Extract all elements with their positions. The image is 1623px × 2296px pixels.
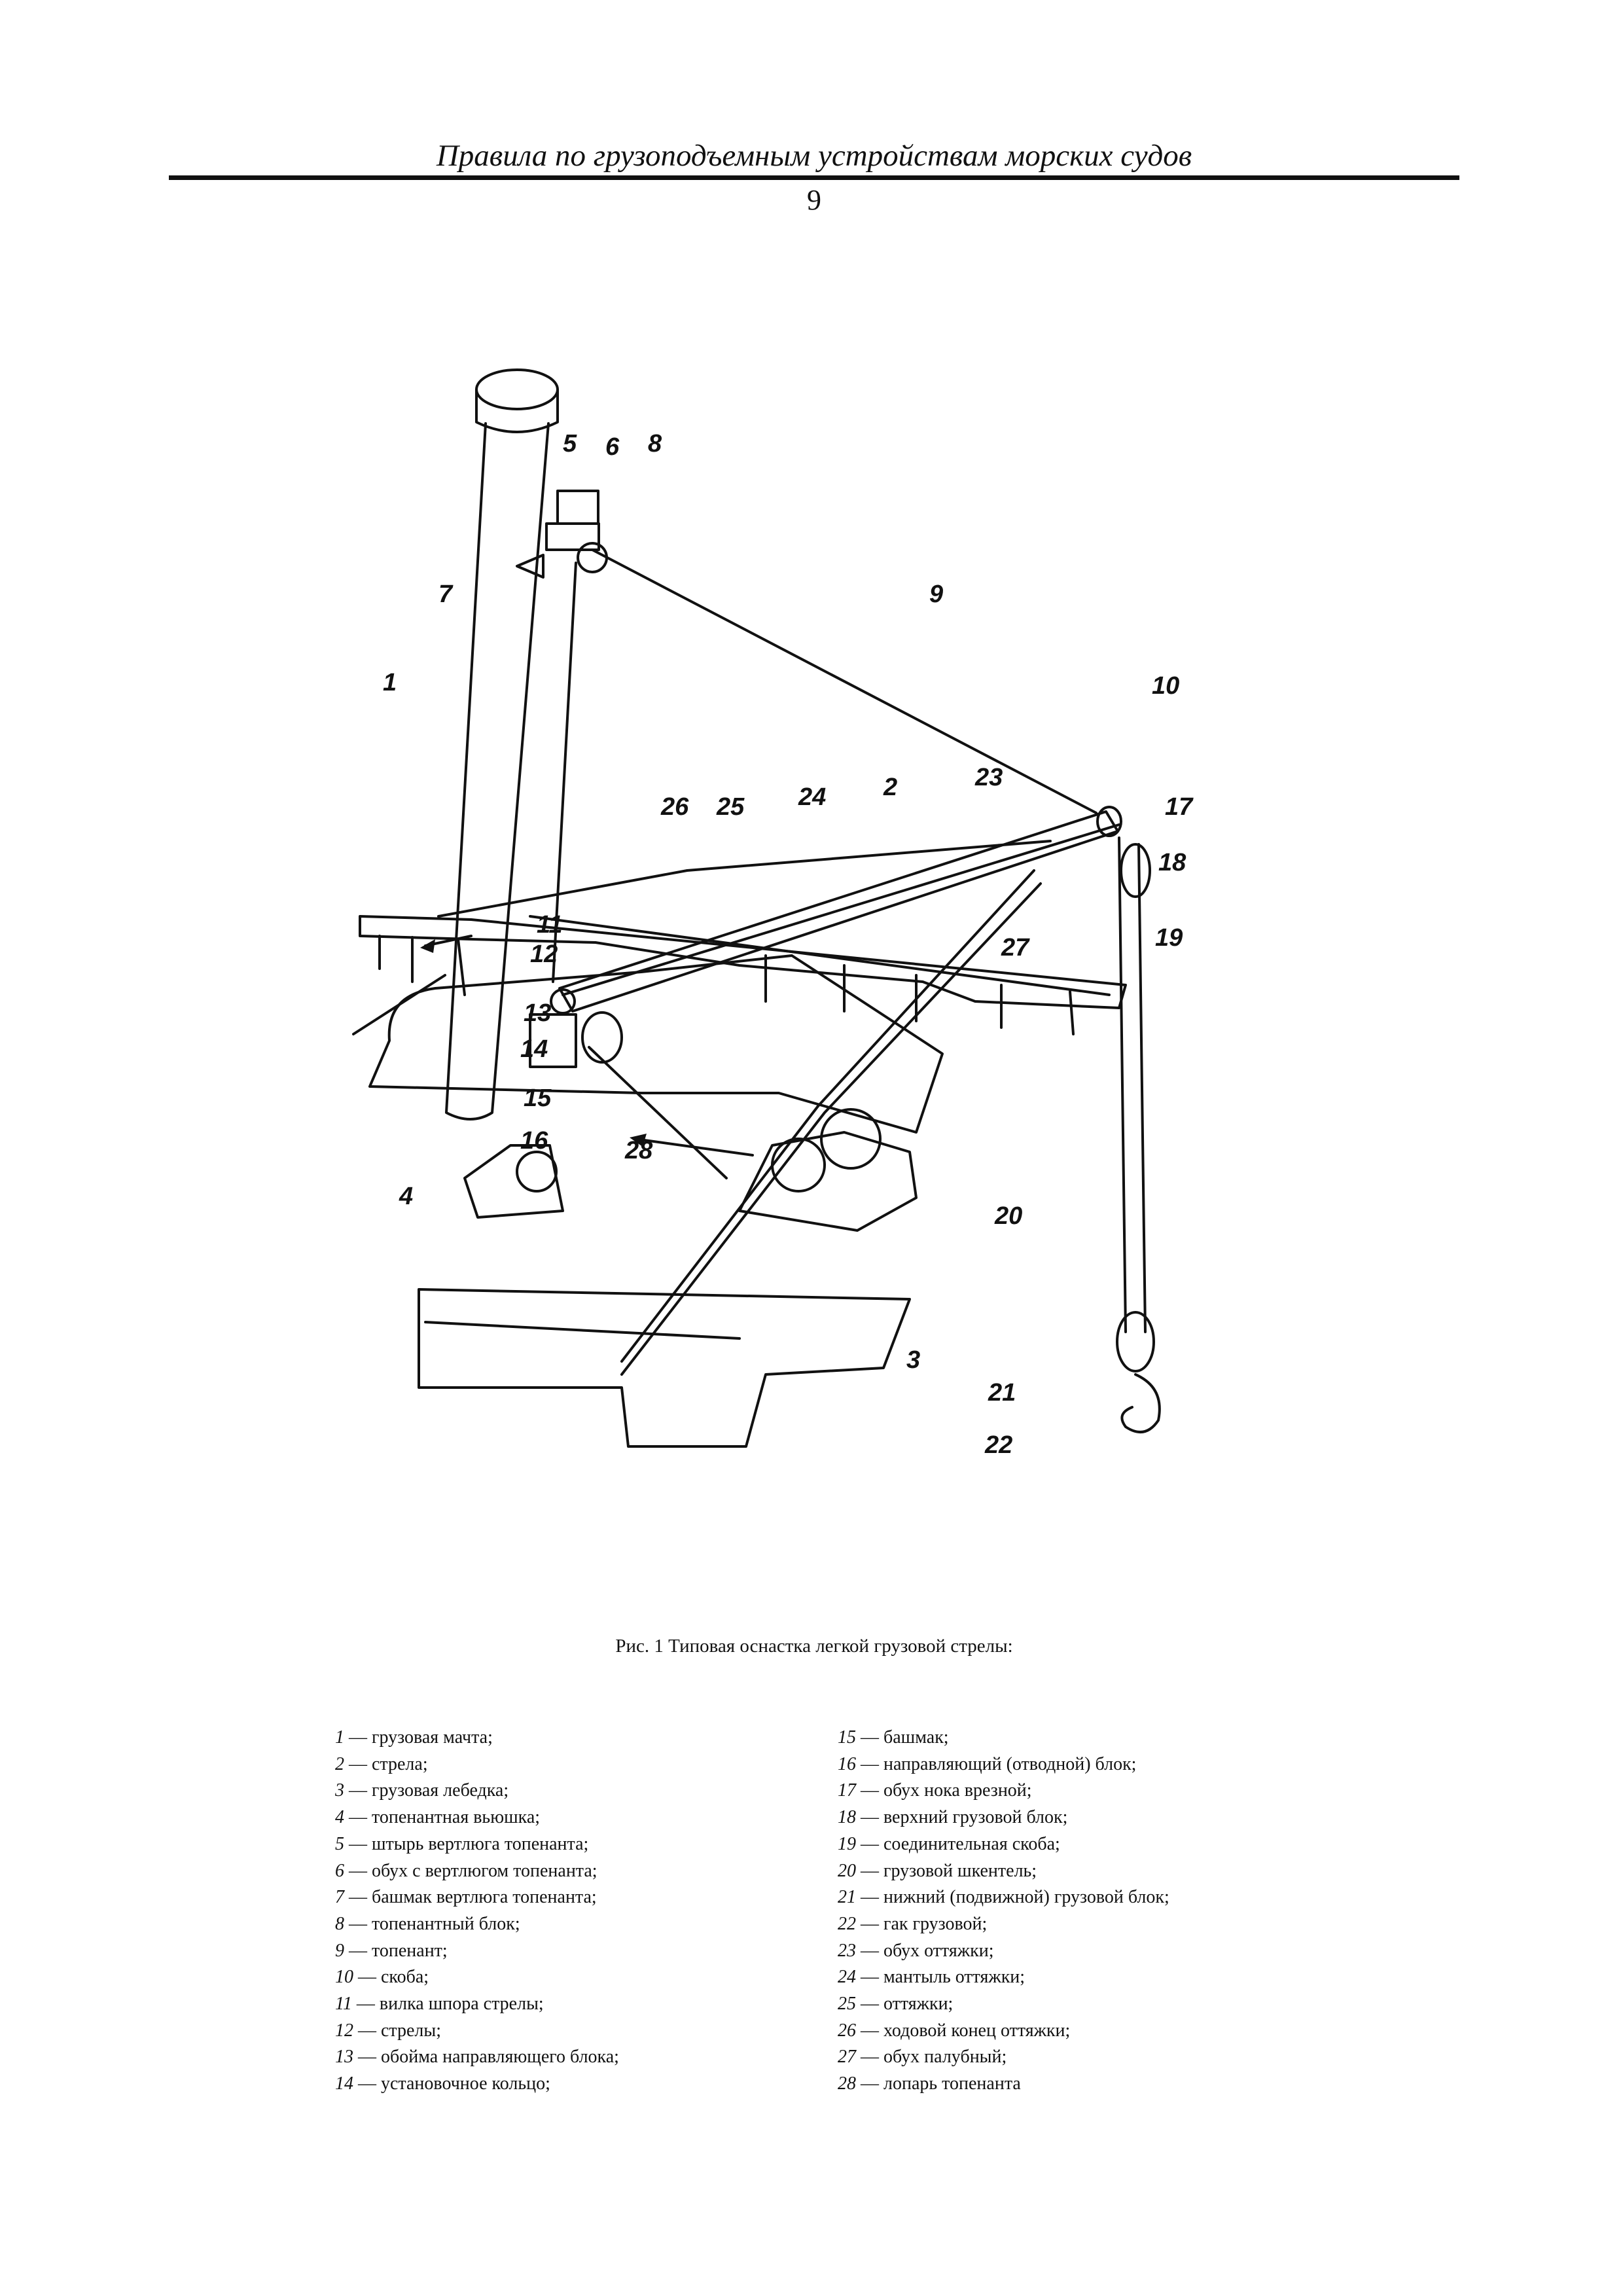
- legend-item: 5 — штырь вертлюга топенанта;: [335, 1833, 589, 1854]
- guy-starboard: [620, 882, 1042, 1376]
- topping-block: [577, 542, 608, 573]
- callout-19: 19: [1155, 924, 1183, 952]
- legend-item: 12 — стрелы;: [335, 2020, 441, 2041]
- callout-1: 1: [383, 669, 397, 696]
- guy-pendant: [562, 823, 1120, 996]
- rigging-drawing: 1 2 3 4 5 6 7 8 9 10 11 12 13 14 15 16 1…: [352, 368, 1194, 1459]
- callout-16: 16: [520, 1127, 548, 1155]
- legend-item: 2 — стрела;: [335, 1753, 428, 1774]
- legend-item: 8 — топенантный блок;: [335, 1913, 520, 1934]
- callout-11: 11: [537, 911, 562, 939]
- callout-15: 15: [524, 1085, 552, 1112]
- legend-item: 19 — соединительная скоба;: [838, 1833, 1060, 1854]
- figure-caption: Рис. 1 Типовая оснастка легкой грузовой …: [615, 1636, 1013, 1657]
- callout-4: 4: [399, 1183, 413, 1210]
- callout-27: 27: [1001, 934, 1030, 961]
- callout-23: 23: [974, 764, 1003, 791]
- legend-item: 1 — грузовая мачта;: [335, 1727, 493, 1748]
- legend-column-right: 15 — башмак; 16 — направляющий (отводной…: [838, 1725, 1335, 2098]
- callout-3: 3: [906, 1346, 920, 1374]
- swivel-shoe: [556, 490, 599, 525]
- callout-13: 13: [524, 999, 551, 1027]
- mast-body: [445, 422, 550, 1121]
- callout-10: 10: [1152, 672, 1179, 700]
- callout-9: 9: [929, 581, 943, 608]
- legend-item: 16 — направляющий (отводной) блок;: [838, 1753, 1137, 1774]
- callout-18: 18: [1158, 849, 1186, 876]
- legend-item: 25 — оттяжки;: [838, 1994, 954, 2015]
- callout-28: 28: [624, 1137, 653, 1164]
- legend-item: 28 — лопарь топенанта: [838, 2073, 1021, 2094]
- callout-5: 5: [563, 430, 577, 457]
- deck-edge: [352, 974, 446, 1035]
- upper-cargo-block: [1120, 843, 1151, 898]
- callout-25: 25: [716, 793, 745, 821]
- legend-item: 10 — скоба;: [335, 1967, 429, 1988]
- callout-22: 22: [984, 1431, 1012, 1459]
- callout-7: 7: [438, 581, 454, 608]
- legend-item: 4 — топенантная вьюшка;: [335, 1807, 541, 1828]
- legend-item: 17 — обух нока врезной;: [838, 1780, 1032, 1801]
- mast-top: [475, 368, 559, 410]
- legend-item: 11 — вилка шпора стрелы;: [335, 1994, 544, 2015]
- bulwark: [359, 915, 1127, 1009]
- callout-12: 12: [530, 941, 558, 968]
- topping-lift: [591, 548, 1097, 814]
- callout-20: 20: [994, 1202, 1022, 1230]
- legend-item: 26 — ходовой конец оттяжки;: [838, 2020, 1071, 2041]
- header-rule: [169, 175, 1459, 180]
- legend-item: 15 — башмак;: [838, 1727, 949, 1748]
- legend-item: 21 — нижний (подвижной) грузовой блок;: [838, 1887, 1169, 1908]
- callout-21: 21: [988, 1379, 1016, 1407]
- guy-port: [437, 840, 1052, 918]
- callout-17: 17: [1165, 793, 1194, 821]
- deck-outline: [368, 954, 944, 1134]
- callout-14: 14: [520, 1035, 548, 1063]
- legend-item: 24 — мантыль оттяжки;: [838, 1967, 1026, 1988]
- forward-deck: [418, 1288, 911, 1448]
- callout-6: 6: [605, 433, 620, 461]
- legend-item: 3 — грузовая лебедка;: [335, 1780, 509, 1801]
- railing: [529, 915, 1111, 996]
- legend-item: 18 — верхний грузовой блок;: [838, 1807, 1068, 1828]
- callout-2: 2: [883, 774, 897, 801]
- legend-item: 23 — обух оттяжки;: [838, 1940, 994, 1961]
- legend-item: 27 — обух палубный;: [838, 2047, 1007, 2068]
- page-number: 9: [807, 184, 821, 216]
- running-title: Правила по грузоподъемным устройствам мо…: [436, 139, 1192, 173]
- legend-item: 14 — установочное кольцо;: [335, 2073, 550, 2094]
- legend-item: 22 — гак грузовой;: [838, 1913, 988, 1934]
- lower-cargo-block: [1116, 1311, 1155, 1372]
- legend-column-left: 1 — грузовая мачта; 2 — стрела; 3 — груз…: [335, 1725, 832, 2098]
- legend-item: 6 — обух с вертлюгом топенанта;: [335, 1860, 597, 1881]
- callout-8: 8: [648, 430, 662, 457]
- cargo-boom-rigging-figure: 1 2 3 4 5 6 7 8 9 10 11 12 13 14 15 16 1…: [255, 327, 1368, 1492]
- callout-24: 24: [798, 783, 826, 811]
- legend-item: 7 — башмак вертлюга топенанта;: [335, 1887, 597, 1908]
- legend-item: 13 — обойма направляющего блока;: [335, 2047, 619, 2068]
- legend-item: 20 — грузовой шкентель;: [838, 1860, 1037, 1881]
- cargo-hook: [1120, 1373, 1161, 1433]
- legend-item: 9 — топенант;: [335, 1940, 448, 1961]
- callout-26: 26: [660, 793, 689, 821]
- cargo-winch: [738, 1131, 918, 1232]
- cargo-runner: [1118, 836, 1147, 1333]
